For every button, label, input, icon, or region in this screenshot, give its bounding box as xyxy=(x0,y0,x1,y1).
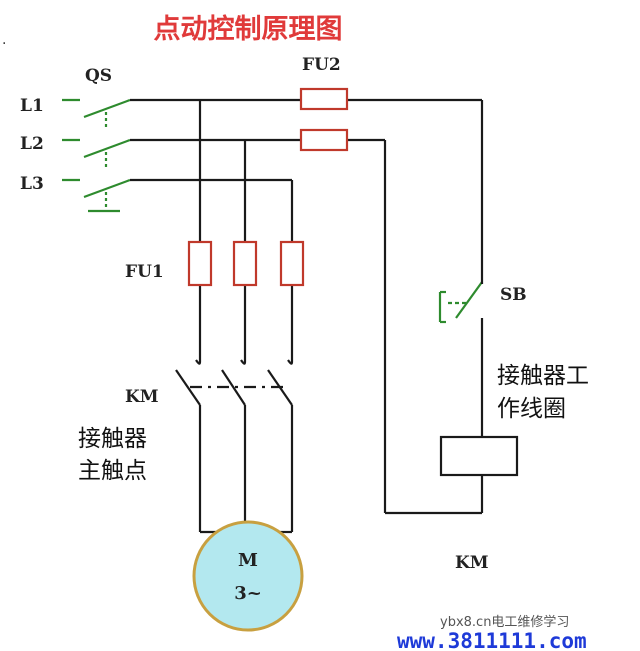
corner-dot: . xyxy=(2,32,6,48)
label-km-left: KM xyxy=(125,387,159,407)
fu2-fuses xyxy=(299,87,349,152)
motor-label-m: M xyxy=(238,550,258,571)
label-sb: SB xyxy=(500,285,527,305)
motor xyxy=(192,520,304,632)
watermark-top: ybx8.cn电工维修学习 xyxy=(440,614,569,630)
label-km-right: KM xyxy=(455,553,489,573)
label-fu2: FU2 xyxy=(302,55,341,75)
watermark-bottom: www.3811111.com xyxy=(397,629,587,651)
coil-label-line2: 作线圈 xyxy=(497,396,566,422)
contact-label-line2: 主触点 xyxy=(78,458,147,484)
coil-label-line1: 接触器工 xyxy=(497,363,589,389)
label-qs: QS xyxy=(85,66,112,86)
fu1-fuses xyxy=(187,240,305,287)
label-l2: L2 xyxy=(20,134,44,154)
motor-label-phase: 3~ xyxy=(234,583,262,604)
km-main-contacts xyxy=(175,359,294,406)
label-fu1: FU1 xyxy=(125,262,164,282)
diagram-title: 点动控制原理图 xyxy=(154,14,343,45)
contact-label-line1: 接触器 xyxy=(78,426,147,452)
power-wires xyxy=(130,98,484,534)
sb-pushbutton xyxy=(438,281,483,324)
label-l3: L3 xyxy=(20,174,44,194)
km-coil xyxy=(439,435,519,477)
qs-switch xyxy=(62,98,131,213)
label-l1: L1 xyxy=(20,96,44,116)
